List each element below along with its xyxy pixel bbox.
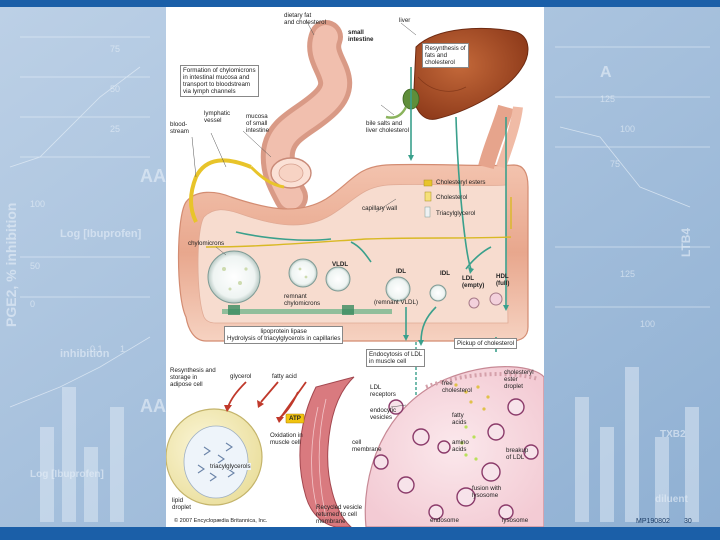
label-vldl: VLDL [332,261,349,268]
svg-text:AA: AA [140,166,166,186]
label-fatty-acids: fatty acids [452,412,467,426]
label-remnant-vldl: (remnant VLDL) [374,299,419,306]
svg-text:0: 0 [30,299,35,309]
liver-shape [413,27,529,120]
label-atp: ATP [289,415,301,422]
svg-text:inhibition: inhibition [60,348,110,360]
top-brand-bar [0,0,720,7]
label-lymphatic-vessel: lymphatic vessel [204,110,231,124]
vldl-particle [325,266,351,292]
lipoprotein-particles [207,250,503,309]
label-resynthesis-liver: Resynthesis of fats and cholesterol [422,43,469,68]
label-idl: IDL [396,268,406,275]
diagram-artwork [166,19,544,527]
legend-swatches [423,179,433,218]
label-ldl: LDL (empty) [462,275,485,289]
label-dietary-fat: dietary fat and cholesterol [284,12,326,26]
label-free-cholesterol: free cholesterol [442,380,472,394]
idl-particle [385,276,411,302]
label-lipoprotein-lipase: lipoprotein lipase Hydrolysis of triacyl… [224,326,344,344]
lipoprotein-metabolism-diagram: dietary fat and cholesterol liver small … [166,7,544,527]
label-idl-2: IDL [440,270,450,277]
label-hdl: HDL (full) [496,273,510,287]
svg-text:75: 75 [110,44,120,54]
atp-badge [285,413,305,424]
svg-text:Log [Ibuprofen]: Log [Ibuprofen] [60,228,142,240]
flow-arrows-red [227,381,307,420]
svg-text:PGE2, % inhibition: PGE2, % inhibition [3,203,19,327]
svg-text:LTB4: LTB4 [679,228,693,257]
svg-text:100: 100 [640,319,655,329]
label-triacylglycerols: triacylglycerols [210,463,251,470]
label-mucosa: mucosa of small intestine [246,113,270,134]
hdl-particle [489,292,503,306]
legend-cholesterol: Cholesterol [436,194,468,201]
ldl-particle [468,297,480,309]
label-pickup-cholesterol: Pickup of cholesterol [454,338,518,349]
svg-text:100: 100 [30,199,45,209]
legend-cholesteryl-esters: Cholesteryl esters [436,179,486,186]
vesicles-and-lysosomes [373,398,539,520]
label-lysosome: lysosome [502,517,529,524]
legend-triacylglycerol: Triacylglycerol [436,210,476,217]
label-endosome: endosome [430,517,459,524]
label-ldl-receptors: LDL receptors [370,384,396,398]
label-capillary-wall: capillary wall [362,205,398,212]
label-liver: liver [399,17,411,24]
label-chylomicrons: chylomicrons [188,240,225,247]
label-lipid-droplet: lipid droplet [172,497,191,511]
label-bloodstream: blood- stream [170,121,189,135]
label-small-intestine: small intestine [348,29,374,43]
label-bile-salts: bile salts and liver cholesterol [366,120,409,134]
label-endocytic-vesicles: endocytic vesicles [370,407,397,421]
copyright-text: © 2007 Encyclopædia Britannica, Inc. [174,518,268,524]
svg-text:50: 50 [110,84,120,94]
svg-text:1: 1 [120,344,125,354]
page-number: 30 [684,518,692,525]
label-endocytosis-ldl: Endocytosis of LDL in muscle cell [366,349,426,367]
bottom-brand-bar [0,527,720,540]
idl2-particle [429,284,447,302]
label-resynthesis-adipose: Resynthesis and storage in adipose cell [170,367,216,388]
svg-text:25: 25 [110,124,120,134]
label-amino-acids: amino acids [452,439,469,453]
label-fatty-acid: fatty acid [272,373,297,380]
label-oxidation: Oxidation in muscle cell [270,432,303,446]
label-cholesteryl-droplet: cholesteryl ester droplet [504,369,534,390]
svg-text:125: 125 [600,94,615,104]
svg-text:50: 50 [30,261,40,271]
svg-text:AA: AA [140,396,166,416]
label-recycled-vesicle: Recycled vesicle returned to cell membra… [316,504,363,525]
label-breakup-ldl: breakup of LDL [506,447,529,461]
svg-text:diluent: diluent [655,494,688,505]
svg-text:100: 100 [620,124,635,134]
svg-text:75: 75 [610,159,620,169]
svg-text:0.1: 0.1 [90,344,103,354]
lipid-droplet-shape [183,425,249,499]
svg-text:125: 125 [620,269,635,279]
arrowheads-green [403,155,509,346]
label-glycerol: glycerol [230,373,252,380]
chylomicron-particle [207,250,261,304]
label-chylomicron-formation: Formation of chylomicrons in intestinal … [180,65,259,97]
remnant-chylomicron-particle [288,258,318,288]
label-cell-membrane: cell membrane [352,439,382,453]
slide-code: MP190802 [636,518,670,525]
svg-text:A: A [600,64,612,81]
label-fusion-lysosome: fusion with lysosome [472,485,502,499]
svg-text:TXB2: TXB2 [660,429,686,440]
label-remnant-chylomicrons: remnant chylomicrons [284,293,321,307]
svg-text:Log [Ibuprofen]: Log [Ibuprofen] [30,469,104,480]
